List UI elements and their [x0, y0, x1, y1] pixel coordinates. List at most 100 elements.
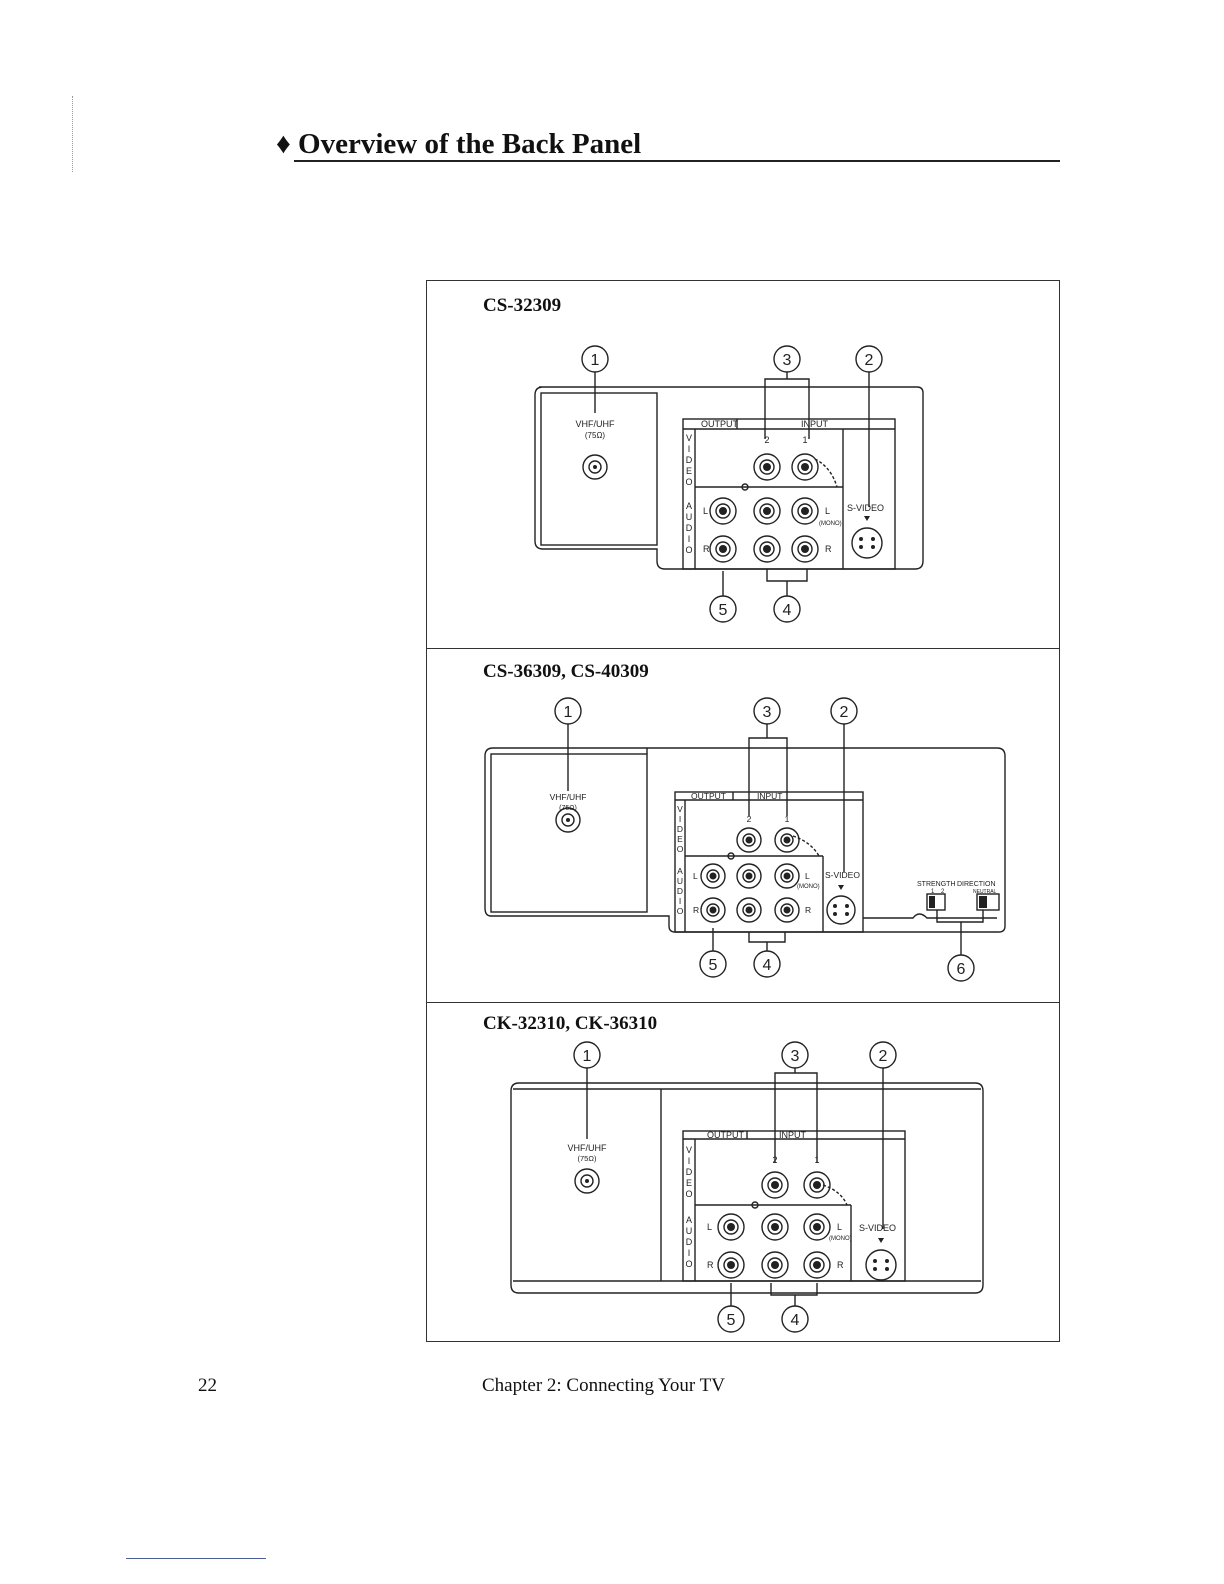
svg-text:2: 2: [840, 704, 849, 721]
svg-text:O: O: [685, 545, 692, 555]
svg-text:I: I: [688, 444, 691, 454]
svg-text:O: O: [685, 1259, 692, 1269]
svg-text:OUTPUT: OUTPUT: [707, 1130, 745, 1140]
svg-text:V: V: [677, 804, 683, 814]
svg-text:R: R: [805, 905, 811, 915]
svg-text:VHF/UHF: VHF/UHF: [576, 419, 615, 429]
svg-text:R: R: [703, 544, 710, 554]
svg-text:NEUTRAL: NEUTRAL: [973, 889, 997, 895]
svg-text:R: R: [837, 1260, 844, 1270]
svg-text:4: 4: [763, 957, 772, 974]
svg-text:D: D: [686, 1237, 693, 1247]
model-label: CS-36309, CS-40309: [483, 661, 649, 682]
svg-text:D: D: [686, 1167, 693, 1177]
svg-text:E: E: [677, 834, 683, 844]
svg-text:3: 3: [791, 1048, 800, 1065]
svg-text:INPUT: INPUT: [757, 791, 783, 801]
svg-text:VHF/UHF: VHF/UHF: [568, 1143, 607, 1153]
svg-text:O: O: [685, 477, 692, 487]
svg-text:O: O: [677, 906, 684, 916]
svg-text:2: 2: [865, 352, 874, 369]
svg-text:OUTPUT: OUTPUT: [691, 791, 726, 801]
svg-text:U: U: [686, 512, 693, 522]
svg-text:U: U: [677, 876, 683, 886]
svg-text:1: 1: [591, 352, 600, 369]
svg-text:D: D: [677, 886, 683, 896]
svg-text:A: A: [686, 1215, 692, 1225]
svg-text:R: R: [707, 1260, 714, 1270]
svg-text:V: V: [686, 1145, 692, 1155]
svg-text:(MONO): (MONO): [819, 521, 842, 527]
svg-text:O: O: [677, 844, 684, 854]
svg-text:1: 1: [814, 1155, 819, 1165]
svg-text:1: 1: [564, 704, 573, 721]
svg-text:4: 4: [783, 602, 792, 619]
svg-text:1: 1: [785, 814, 790, 824]
svg-text:(75Ω): (75Ω): [585, 431, 606, 440]
svg-text:I: I: [688, 1248, 691, 1258]
chapter-footer: Chapter 2: Connecting Your TV: [482, 1375, 725, 1396]
svg-text:2: 2: [772, 1155, 777, 1165]
svg-text:3: 3: [763, 704, 772, 721]
svg-text:INPUT: INPUT: [801, 419, 829, 429]
svg-text:A: A: [677, 866, 683, 876]
back-panel-diagram: 1 3 2 5 4 VHF/UHF (75Ω) OUTPUT INPUT 2 1…: [534, 345, 924, 623]
svg-text:STRENGTH: STRENGTH: [917, 881, 956, 888]
svg-text:L: L: [707, 1222, 712, 1232]
svg-text:2: 2: [879, 1048, 888, 1065]
svg-text:I: I: [688, 534, 691, 544]
svg-text:4: 4: [791, 1312, 800, 1329]
back-panel-diagram: 1 3 2 5 4 6 VHF/UHF (75Ω) OUTPUT INPUT 2…: [484, 697, 1006, 982]
bottom-rule: [126, 1558, 266, 1559]
svg-text:D: D: [686, 523, 693, 533]
svg-text:(MONO): (MONO): [829, 1236, 852, 1242]
svg-text:5: 5: [709, 957, 718, 974]
svg-text:D: D: [677, 824, 683, 834]
svg-text:3: 3: [783, 352, 792, 369]
svg-text:DIRECTION: DIRECTION: [957, 881, 996, 888]
svg-text:I: I: [688, 1156, 691, 1166]
svg-text:V: V: [686, 433, 692, 443]
svg-text:5: 5: [719, 602, 728, 619]
svg-text:I: I: [679, 814, 681, 824]
svg-text:D: D: [686, 455, 693, 465]
back-panel-figure: CS-32309: [426, 280, 1060, 1342]
model-label: CK-32310, CK-36310: [483, 1013, 658, 1034]
svg-text:L: L: [703, 506, 708, 516]
svg-text:1: 1: [802, 435, 807, 445]
model-label: CS-32309: [483, 295, 562, 316]
svg-text:I: I: [679, 896, 681, 906]
svg-text:L: L: [693, 871, 698, 881]
svg-text:2: 2: [764, 435, 769, 445]
svg-text:S-VIDEO: S-VIDEO: [825, 870, 860, 880]
page-number: 22: [198, 1375, 217, 1396]
margin-mark: [72, 96, 73, 172]
svg-text:L: L: [825, 506, 830, 516]
svg-text:2: 2: [941, 889, 945, 895]
svg-text:R: R: [693, 905, 699, 915]
svg-text:U: U: [686, 1226, 693, 1236]
svg-text:OUTPUT: OUTPUT: [701, 419, 739, 429]
title-underline: [294, 160, 1060, 162]
svg-text:L: L: [837, 1222, 842, 1232]
svg-text:S-VIDEO: S-VIDEO: [859, 1223, 896, 1233]
svg-text:1: 1: [931, 889, 935, 895]
panel-divider: [427, 1002, 1059, 1003]
svg-text:1: 1: [583, 1048, 592, 1065]
panel-divider: [427, 648, 1059, 649]
svg-text:(MONO): (MONO): [797, 884, 820, 890]
svg-text:R: R: [825, 544, 832, 554]
svg-text:L: L: [805, 871, 810, 881]
svg-text:5: 5: [727, 1312, 736, 1329]
svg-text:A: A: [686, 501, 692, 511]
page-title: ♦ Overview of the Back Panel: [276, 128, 642, 160]
svg-text:O: O: [685, 1189, 692, 1199]
back-panel-diagram: 1 3 2 5 4 VHF/UHF (75Ω) OUTPUT INPUT 2 1…: [510, 1041, 984, 1333]
svg-text:E: E: [686, 466, 692, 476]
svg-text:6: 6: [957, 961, 966, 978]
svg-text:VHF/UHF: VHF/UHF: [550, 792, 587, 802]
svg-text:(75Ω): (75Ω): [578, 1154, 597, 1163]
svg-text:2: 2: [747, 814, 752, 824]
svg-text:INPUT: INPUT: [779, 1130, 807, 1140]
svg-text:(75Ω): (75Ω): [559, 805, 577, 812]
